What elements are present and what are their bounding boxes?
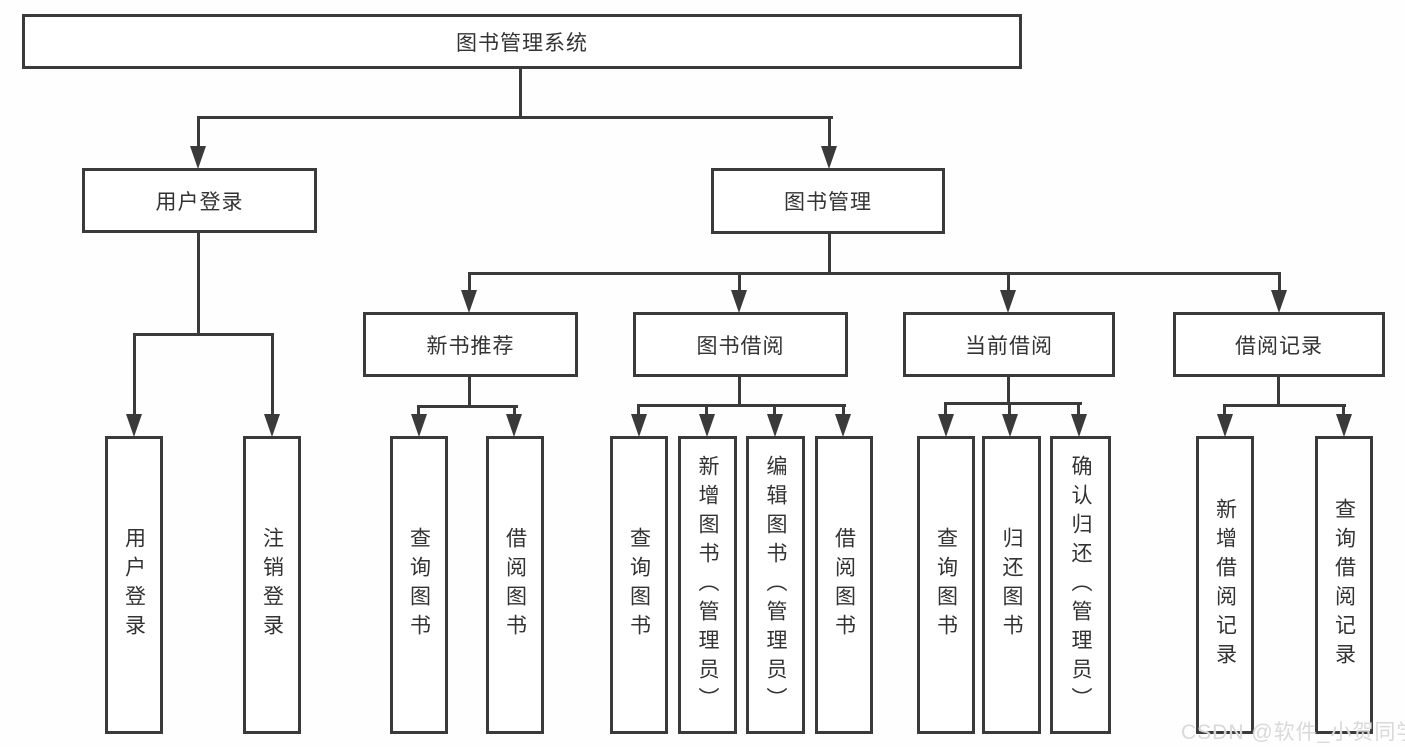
leaf-query-books-3: 查询图书 bbox=[917, 436, 975, 734]
node-borrow-records-label: 借阅记录 bbox=[1235, 334, 1323, 358]
leaf-user-login-label: 用户登录 bbox=[122, 527, 146, 643]
connector-records-split bbox=[1223, 404, 1346, 407]
leaf-query-borrow-record: 查询借阅记录 bbox=[1315, 436, 1373, 734]
leaf-borrow-books-1: 借阅图书 bbox=[486, 436, 544, 734]
connector-mgmt-split bbox=[468, 272, 1281, 275]
node-book-management: 图书管理 bbox=[711, 168, 945, 234]
node-new-book-recommend: 新书推荐 bbox=[363, 312, 578, 377]
connector-mgmt-drop-1 bbox=[468, 272, 471, 294]
connector-borrowing-drop-1 bbox=[637, 404, 640, 418]
connector-mgmt-stem bbox=[828, 234, 831, 274]
connector-newbook-drop-1 bbox=[417, 405, 420, 419]
arrow-down-icon bbox=[190, 146, 206, 169]
connector-records-drop-1 bbox=[1223, 404, 1226, 418]
arrow-down-icon bbox=[126, 414, 142, 437]
connector-current-drop-3 bbox=[1077, 402, 1080, 418]
arrow-down-icon bbox=[264, 414, 280, 437]
leaf-confirm-return-admin: 确认归还（管理员） bbox=[1050, 436, 1111, 734]
leaf-borrow-books-2-label: 借阅图书 bbox=[832, 527, 856, 643]
arrow-down-icon bbox=[938, 414, 954, 437]
leaf-query-books-2-label: 查询图书 bbox=[627, 527, 651, 643]
node-book-borrowing-label: 图书借阅 bbox=[696, 334, 785, 358]
connector-newbook-stem bbox=[468, 376, 471, 408]
leaf-query-borrow-record-label: 查询借阅记录 bbox=[1332, 498, 1356, 672]
leaf-add-borrow-record: 新增借阅记录 bbox=[1196, 436, 1254, 734]
arrow-down-icon bbox=[461, 290, 477, 313]
connector-login-drop-2 bbox=[271, 333, 274, 417]
node-current-borrowing: 当前借阅 bbox=[903, 312, 1115, 377]
arrow-down-icon bbox=[506, 414, 522, 437]
node-book-borrowing: 图书借阅 bbox=[633, 312, 848, 377]
arrow-down-icon bbox=[767, 414, 783, 437]
arrow-down-icon bbox=[411, 414, 427, 437]
node-book-management-label: 图书管理 bbox=[784, 191, 872, 214]
leaf-user-login: 用户登录 bbox=[105, 436, 163, 734]
arrow-down-icon bbox=[1000, 290, 1016, 313]
arrow-down-icon bbox=[835, 414, 851, 437]
connector-records-drop-2 bbox=[1342, 404, 1345, 418]
connector-login-drop-1 bbox=[133, 333, 136, 417]
leaf-borrow-books-1-label: 借阅图书 bbox=[503, 527, 527, 643]
connector-current-drop-2 bbox=[1008, 402, 1011, 418]
connector-login-stem bbox=[197, 232, 200, 336]
leaf-confirm-return-admin-label: 确认归还（管理员） bbox=[1069, 454, 1092, 716]
connector-borrowing-drop-2 bbox=[705, 404, 708, 418]
leaf-add-books-admin-label: 新增图书（管理员） bbox=[696, 454, 719, 716]
csdn-watermark: CSDN @软件_小贺同学 bbox=[1181, 721, 1405, 744]
connector-root-right-drop bbox=[828, 116, 831, 150]
arrow-down-icon bbox=[1071, 414, 1087, 437]
node-root: 图书管理系统 bbox=[22, 14, 1022, 69]
connector-newbook-split bbox=[417, 405, 518, 408]
connector-mgmt-drop-3 bbox=[1007, 272, 1010, 294]
leaf-logout-label: 注销登录 bbox=[260, 527, 284, 643]
node-new-book-recommend-label: 新书推荐 bbox=[426, 334, 515, 358]
connector-root-left-drop bbox=[197, 116, 200, 150]
arrow-down-icon bbox=[1002, 414, 1018, 437]
node-borrow-records: 借阅记录 bbox=[1173, 312, 1385, 377]
arrow-down-icon bbox=[821, 146, 837, 169]
connector-root-split bbox=[197, 116, 833, 119]
leaf-query-books-2: 查询图书 bbox=[610, 436, 668, 734]
node-user-login-label: 用户登录 bbox=[155, 190, 244, 214]
leaf-edit-books-admin: 编辑图书（管理员） bbox=[746, 436, 805, 734]
leaf-add-books-admin: 新增图书（管理员） bbox=[678, 436, 737, 734]
connector-borrowing-stem bbox=[738, 376, 741, 407]
connector-borrowing-split bbox=[637, 404, 846, 407]
arrow-down-icon bbox=[631, 414, 647, 437]
arrow-down-icon bbox=[1271, 290, 1287, 313]
leaf-edit-books-admin-label: 编辑图书（管理员） bbox=[764, 454, 787, 716]
node-user-login: 用户登录 bbox=[82, 168, 317, 233]
connector-borrowing-drop-4 bbox=[842, 404, 845, 418]
leaf-query-books-3-label: 查询图书 bbox=[934, 527, 958, 643]
connector-records-stem bbox=[1277, 376, 1280, 407]
leaf-query-books-1-label: 查询图书 bbox=[407, 527, 431, 643]
leaf-return-books-label: 归还图书 bbox=[1000, 527, 1023, 643]
leaf-borrow-books-2: 借阅图书 bbox=[815, 436, 873, 734]
arrow-down-icon bbox=[1217, 414, 1233, 437]
leaf-query-books-1: 查询图书 bbox=[390, 436, 448, 734]
connector-current-split bbox=[944, 402, 1082, 405]
arrow-down-icon bbox=[1336, 414, 1352, 437]
connector-mgmt-drop-4 bbox=[1278, 272, 1281, 294]
node-current-borrowing-label: 当前借阅 bbox=[965, 334, 1053, 358]
connector-borrowing-drop-3 bbox=[773, 404, 776, 418]
arrow-down-icon bbox=[731, 290, 747, 313]
leaf-logout: 注销登录 bbox=[243, 436, 301, 734]
node-root-label: 图书管理系统 bbox=[456, 31, 588, 55]
leaf-return-books: 归还图书 bbox=[982, 436, 1041, 734]
connector-login-split bbox=[133, 333, 274, 336]
connector-current-stem bbox=[1007, 376, 1010, 405]
connector-newbook-drop-2 bbox=[513, 405, 516, 419]
connector-current-drop-1 bbox=[944, 402, 947, 418]
connector-mgmt-drop-2 bbox=[738, 272, 741, 294]
arrow-down-icon bbox=[699, 414, 715, 437]
leaf-add-borrow-record-label: 新增借阅记录 bbox=[1213, 498, 1237, 672]
connector-root-stem bbox=[519, 68, 522, 118]
